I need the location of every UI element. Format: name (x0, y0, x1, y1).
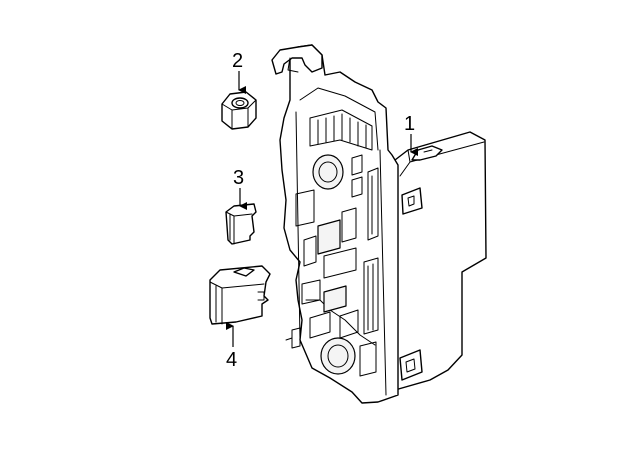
callout-label: 4 (226, 349, 237, 371)
nut-part[interactable] (221, 91, 257, 130)
callout-4: 4 (226, 322, 237, 371)
callout-label: 1 (404, 113, 415, 135)
relay-large-body (209, 265, 271, 325)
callout-label: 2 (232, 50, 243, 72)
junction-box-rear-cover (394, 131, 487, 391)
callout-label: 3 (233, 167, 244, 189)
relay-large-part[interactable] (209, 265, 271, 325)
callout-3: 3 (233, 167, 247, 210)
relay-small-part[interactable] (225, 203, 257, 245)
callout-2: 2 (232, 50, 246, 94)
junction-box-part[interactable] (271, 44, 487, 404)
callout-1: 1 (404, 113, 418, 156)
